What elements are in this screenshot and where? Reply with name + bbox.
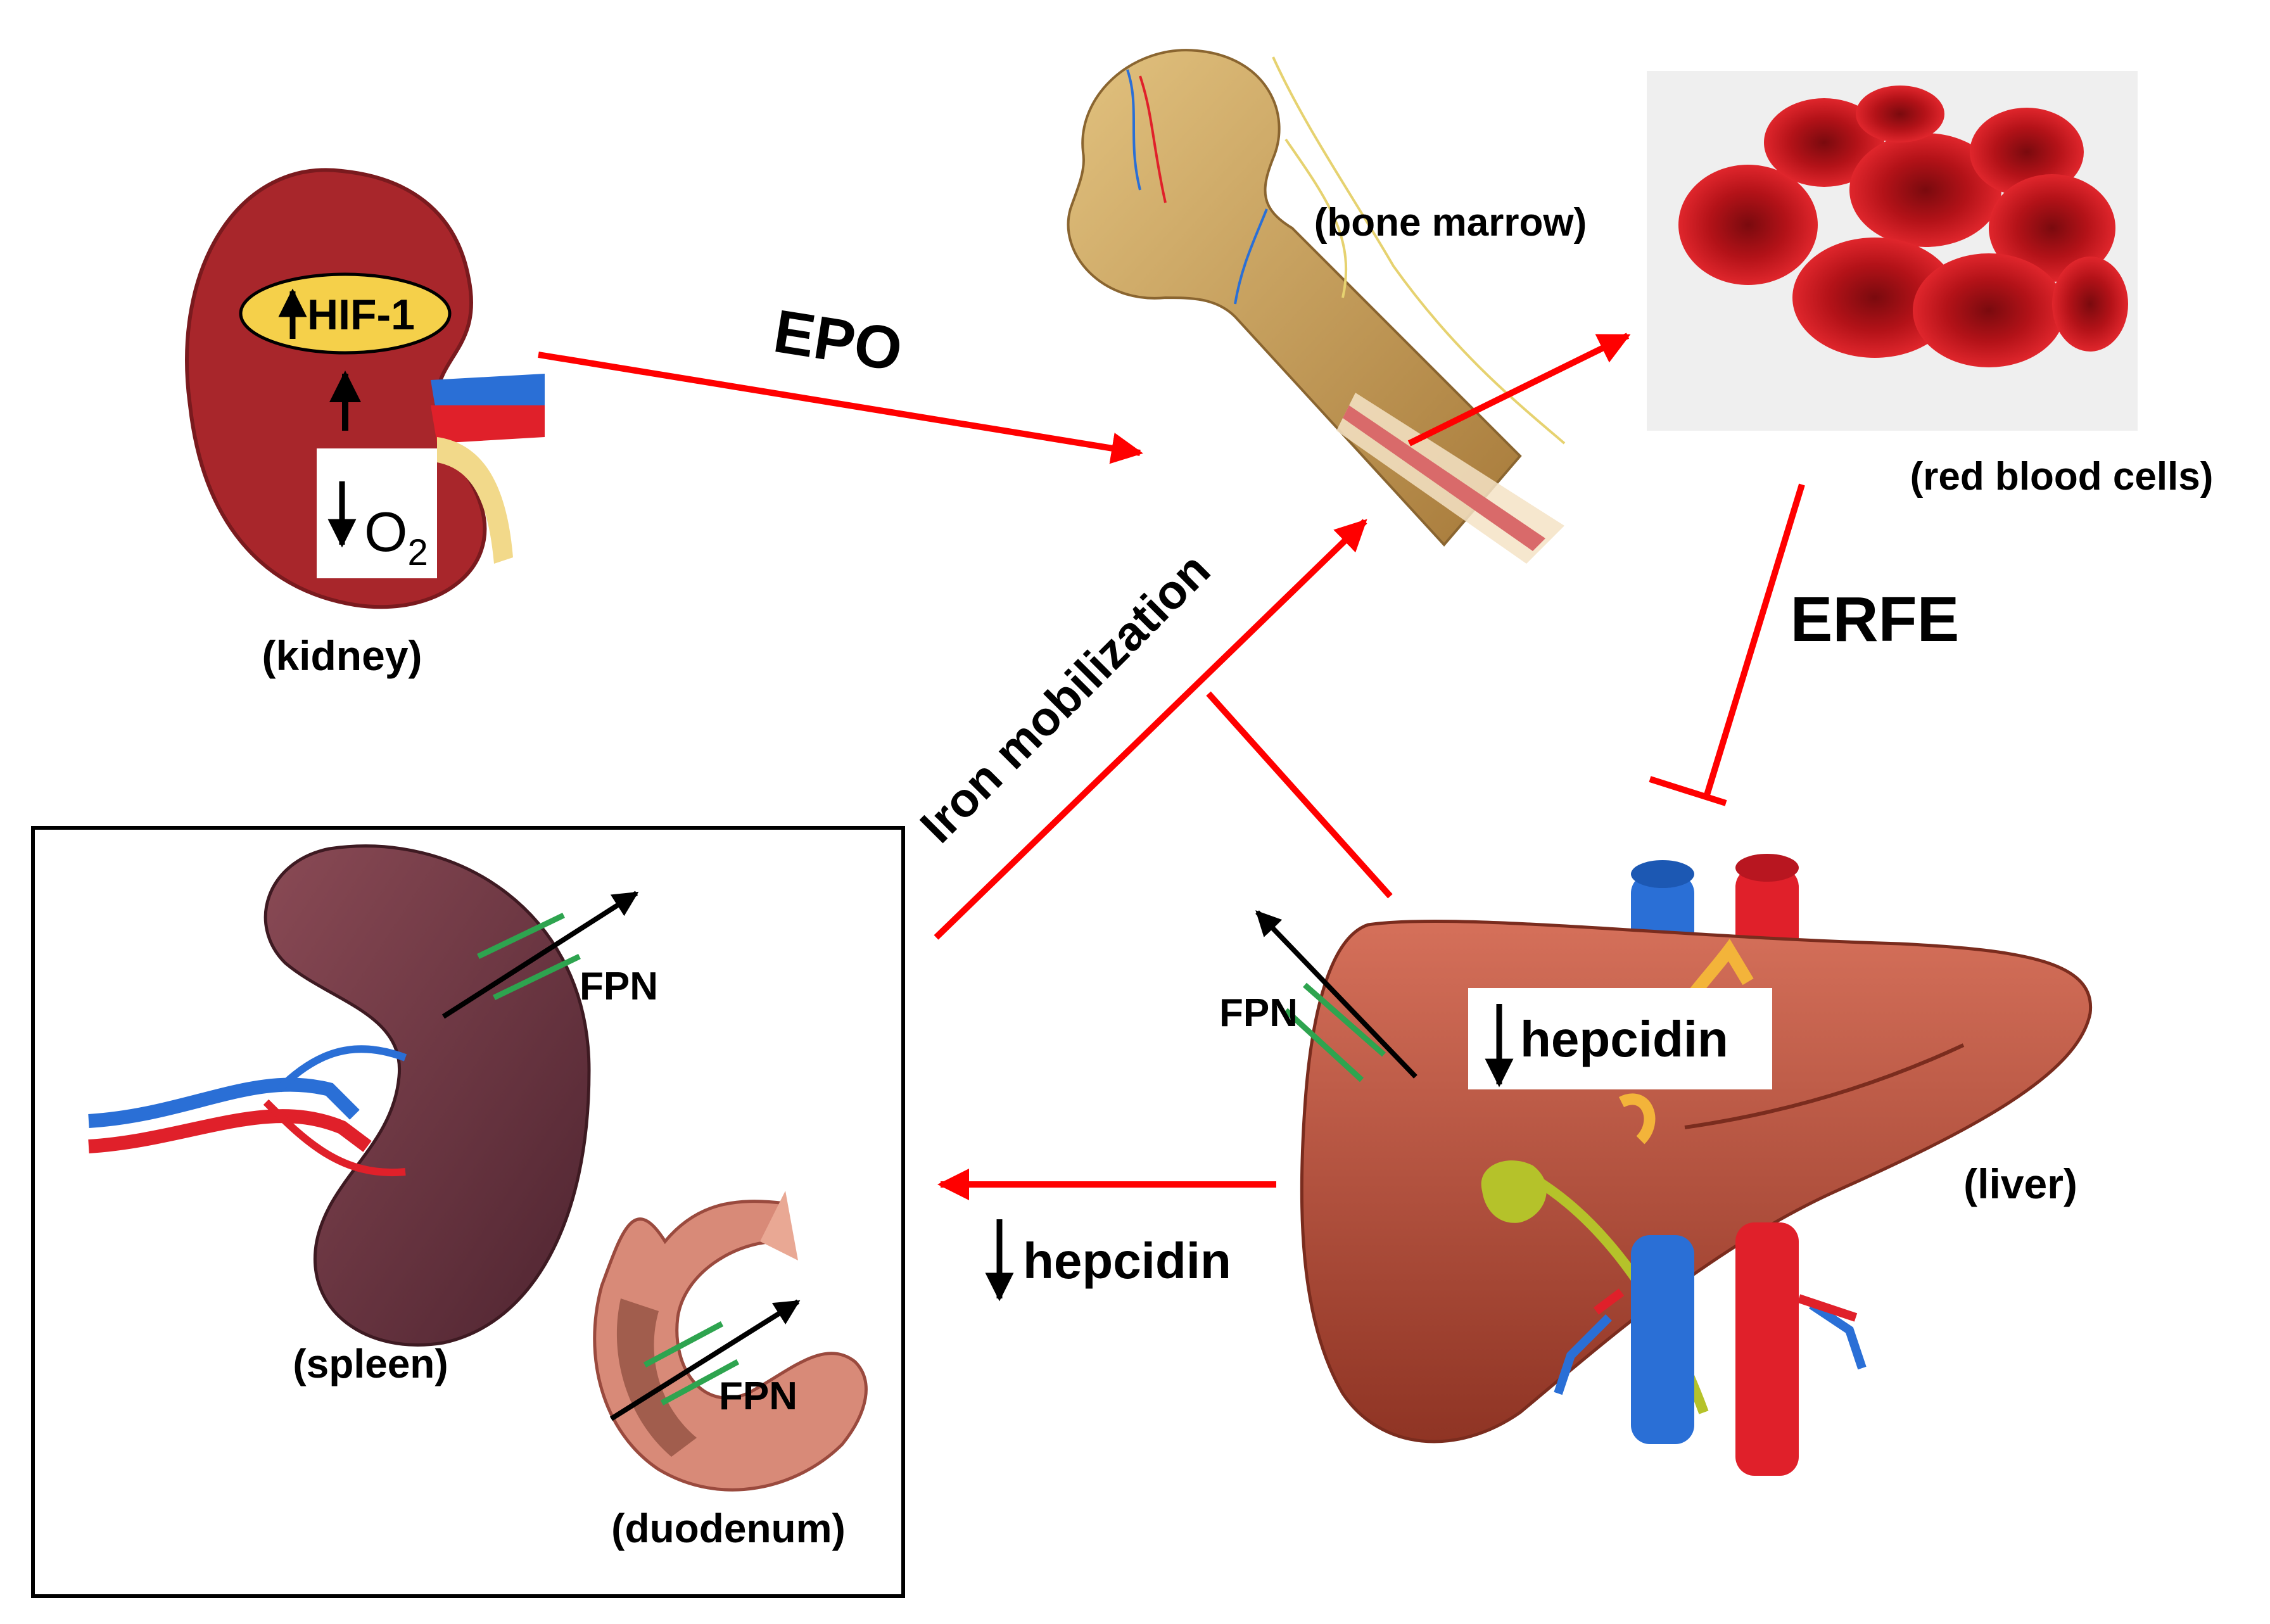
bone-illustration [1067,49,1566,564]
kidney-illustration [185,168,545,609]
iron-mobilization-branch [1206,691,1393,899]
epo-arrow [538,352,1143,464]
box-hepcidin-label: hepcidin [1023,1233,1231,1289]
liver-fpn-arrow [1255,910,1417,1079]
iron-mobilization-arrow [934,519,1367,940]
bone-marrow-label: (bone marrow) [1314,201,1587,244]
liver-label: (liver) [1963,1160,2077,1207]
spleen-fpn-green-line-2 [493,953,581,1001]
duodenum-label: (duodenum) [611,1506,846,1551]
marrow-to-rbc-arrow [1407,333,1631,447]
epo-label: EPO [770,297,907,384]
spleen-fpn-green-line-1 [477,912,565,960]
organ-box [31,826,905,1598]
iron-mobilization-label: Iron mobilization [910,543,1221,853]
duodenum-fpn-arrow [609,1299,801,1421]
duodenum-fpn-green-line-2 [660,1359,740,1405]
rbc-illustration [1647,71,2138,431]
hif-label: HIF-1 [307,291,415,339]
o2-label: O2 [364,500,428,573]
erfe-label: ERFE [1791,584,1960,655]
o2-base: O [364,500,407,563]
spleen-fpn-label: FPN [580,965,658,1008]
liver-fpn-label: FPN [1219,991,1298,1035]
o2-subscript: 2 [407,532,428,573]
erfe-inhibition-bar [1649,776,1727,806]
erfe-inhibition-line [1704,483,1805,796]
duodenum-fpn-label: FPN [719,1374,797,1418]
rbc-label: (red blood cells) [1910,455,2214,498]
spleen-label: (spleen) [293,1341,448,1386]
liver-fpn-green-line-1 [1303,982,1386,1057]
liver-hepcidin-box [1468,988,1772,1089]
spleen-illustration [88,844,591,1347]
kidney-label: (kidney) [262,632,422,679]
liver-hepcidin-label: hepcidin [1520,1011,1728,1067]
liver-fpn-green-line-2 [1283,1008,1364,1082]
duodenum-fpn-green-line-1 [643,1321,724,1367]
duodenum-illustration [593,1191,868,1492]
spleen-fpn-arrow [441,891,639,1019]
